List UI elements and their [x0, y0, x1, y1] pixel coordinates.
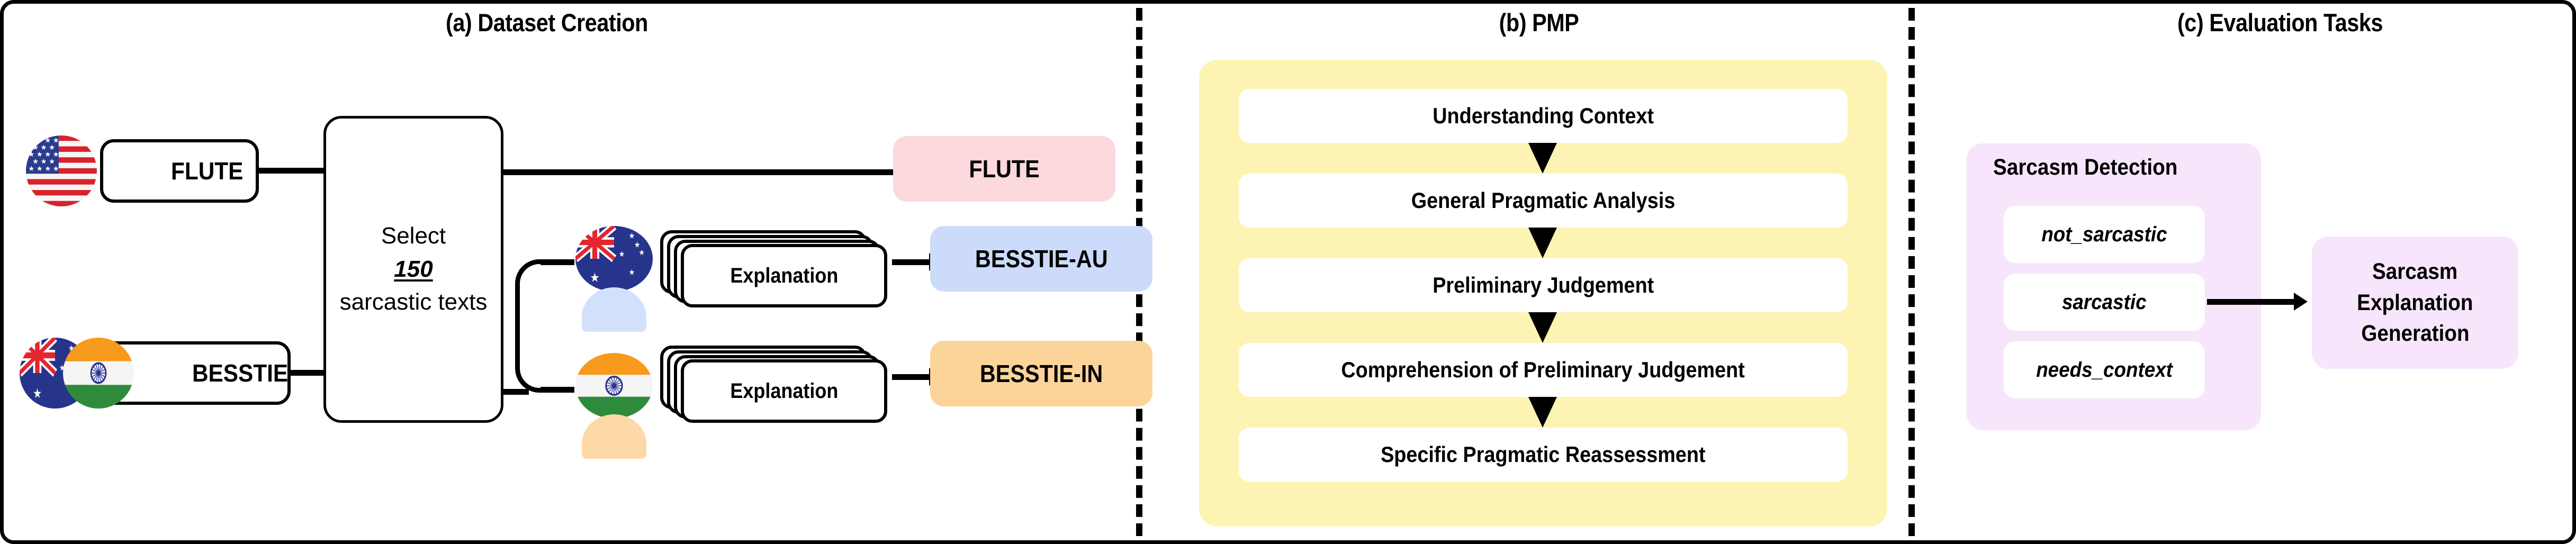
connector-branch-bracket: [515, 259, 547, 393]
panel-title-c: (c) Evaluation Tasks: [2177, 8, 2383, 37]
output-pill-flute-label: FLUTE: [969, 155, 1040, 183]
explanation-card-front-au[interactable]: Explanation: [681, 244, 887, 307]
annotator-avatar-au: ★ ★★ ★★ ★: [575, 226, 653, 332]
svg-text:★: ★: [37, 165, 43, 173]
svg-text:★: ★: [28, 165, 34, 173]
seg-line1: Sarcasm: [2372, 259, 2458, 285]
connector-branch-to-au: [541, 259, 574, 265]
svg-text:★: ★: [40, 143, 47, 151]
pmp-arrow-1-2: [1528, 143, 1557, 174]
svg-text:★: ★: [44, 150, 51, 158]
select-sarcastic-texts-box: Select 150 sarcastic texts: [323, 116, 503, 423]
in-flag-head-icon: [575, 353, 653, 419]
explanation-stack-au[interactable]: Explanation: [660, 230, 888, 309]
connector-select-branch-stub: [503, 389, 529, 395]
panel-divider-b-c: [1908, 8, 1915, 536]
pmp-step-4[interactable]: Comprehension of Preliminary Judgement: [1239, 343, 1848, 397]
explanation-label-in: Explanation: [729, 379, 839, 403]
panel-title-a: (a) Dataset Creation: [446, 8, 648, 37]
svg-text:★: ★: [40, 158, 47, 166]
svg-text:★: ★: [53, 150, 59, 158]
svg-text:★: ★: [33, 386, 42, 401]
pmp-step-2[interactable]: General Pragmatic Analysis: [1239, 174, 1848, 228]
avatar-body-au: [581, 287, 647, 332]
label-needs-context-text: needs_context: [2036, 358, 2173, 382]
in-flag-icon: [63, 338, 134, 409]
label-sarcastic-text: sarcastic: [2062, 290, 2147, 314]
select-box-line3: sarcastic texts: [339, 289, 488, 315]
pmp-step-3[interactable]: Preliminary Judgement: [1239, 258, 1848, 312]
connector-explanation-in-to-output: [892, 374, 931, 380]
svg-text:★: ★: [32, 158, 39, 166]
sarcasm-explanation-generation-box[interactable]: Sarcasm Explanation Generation: [2312, 237, 2518, 369]
svg-text:★: ★: [68, 344, 74, 353]
svg-text:★: ★: [619, 250, 625, 259]
connector-select-to-flute-output: [503, 169, 895, 175]
svg-text:★: ★: [628, 232, 635, 241]
pmp-step-2-label: General Pragmatic Analysis: [1411, 188, 1676, 213]
svg-text:★: ★: [49, 143, 55, 151]
select-box-line1: Select: [381, 223, 446, 249]
svg-text:★: ★: [49, 158, 55, 166]
output-pill-besstie-in-label: BESSTIE-IN: [979, 360, 1103, 387]
pmp-step-4-label: Comprehension of Preliminary Judgement: [1341, 357, 1745, 382]
explanation-label-au: Explanation: [729, 264, 839, 287]
pmp-arrow-3-4: [1528, 312, 1557, 343]
au-flag-head-icon: ★ ★★ ★★ ★: [575, 226, 653, 292]
select-box-count: 150: [394, 256, 433, 282]
output-pill-flute[interactable]: FLUTE: [893, 136, 1115, 202]
svg-text:★: ★: [44, 136, 51, 144]
svg-text:★: ★: [590, 270, 600, 285]
output-pill-besstie-au[interactable]: BESSTIE-AU: [930, 226, 1152, 292]
pmp-arrow-2-3: [1528, 228, 1557, 258]
input-node-flute-label: FLUTE: [171, 157, 244, 185]
sarcasm-detection-title: Sarcasm Detection: [1993, 155, 2178, 180]
svg-text:★: ★: [638, 248, 645, 257]
label-sarcastic[interactable]: sarcastic: [2004, 274, 2205, 331]
svg-text:★: ★: [53, 136, 59, 144]
svg-text:★: ★: [53, 165, 59, 173]
pmp-step-3-label: Preliminary Judgement: [1432, 273, 1654, 297]
panel-title-b: (b) PMP: [1499, 8, 1579, 37]
arrowhead-sarcasm-explanation-generation: [2294, 293, 2308, 311]
pmp-arrow-4-5: [1528, 397, 1557, 428]
output-pill-besstie-in[interactable]: BESSTIE-IN: [930, 341, 1152, 406]
pmp-step-1[interactable]: Understanding Context: [1239, 89, 1848, 143]
svg-text:★: ★: [59, 364, 65, 373]
connector-besstie-to-select: [291, 370, 323, 376]
pmp-panel: Understanding Context General Pragmatic …: [1199, 60, 1887, 527]
output-pill-besstie-au-label: BESSTIE-AU: [975, 245, 1108, 273]
pmp-step-5-label: Specific Pragmatic Reassessment: [1381, 442, 1706, 467]
label-needs-context[interactable]: needs_context: [2004, 341, 2205, 398]
svg-text:★: ★: [37, 150, 43, 158]
us-flag-icon: ★★★★ ★★★ ★★★★ ★★★ ★★★★: [26, 135, 97, 206]
svg-text:★: ★: [44, 165, 51, 173]
pmp-step-5[interactable]: Specific Pragmatic Reassessment: [1239, 428, 1848, 482]
explanation-card-front-in[interactable]: Explanation: [681, 359, 887, 423]
input-node-besstie-label: BESSTIE: [192, 359, 289, 387]
svg-text:★: ★: [628, 268, 635, 277]
connector-sarcastic-to-generation: [2207, 299, 2297, 305]
seg-line3: Generation: [2361, 321, 2470, 347]
input-node-flute[interactable]: FLUTE: [100, 139, 259, 203]
seg-line2: Explanation: [2357, 289, 2473, 315]
connector-branch-to-in: [541, 387, 574, 393]
connector-explanation-au-to-output: [892, 259, 931, 265]
explanation-stack-in[interactable]: Explanation: [660, 346, 888, 424]
svg-text:★: ★: [28, 136, 34, 144]
annotator-avatar-in: [575, 353, 653, 459]
label-not-sarcastic-text: not_sarcastic: [2041, 222, 2167, 246]
pmp-step-1-label: Understanding Context: [1433, 103, 1654, 128]
connector-flute-to-select: [259, 168, 323, 174]
label-not-sarcastic[interactable]: not_sarcastic: [2004, 206, 2205, 263]
avatar-body-in: [581, 414, 647, 459]
svg-text:★: ★: [634, 241, 641, 250]
